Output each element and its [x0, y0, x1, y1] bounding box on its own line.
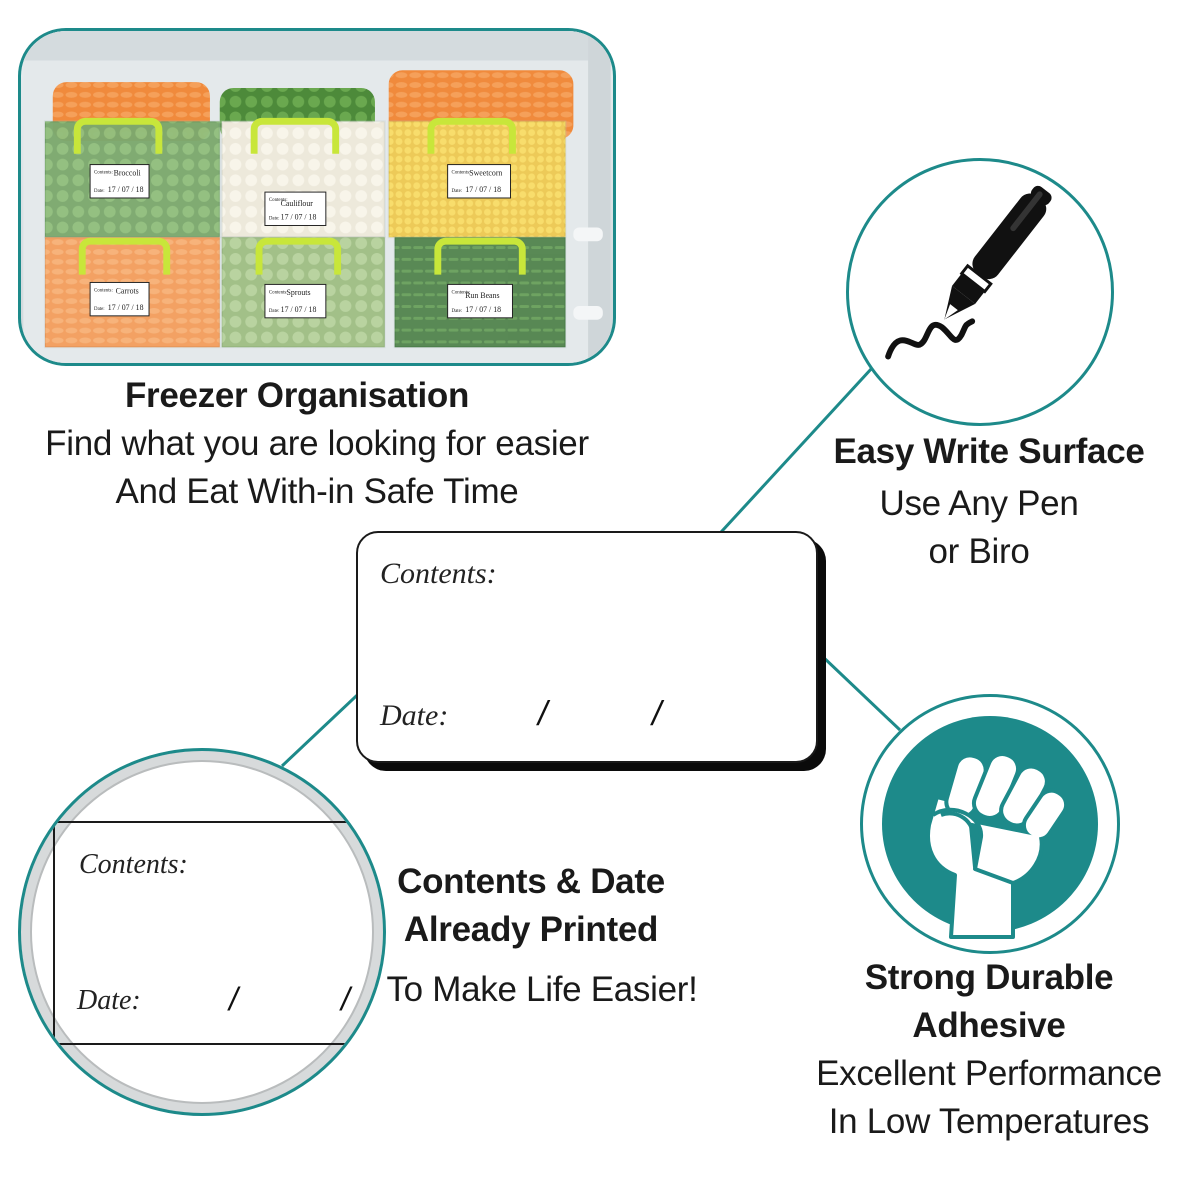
write-line-1: Use Any Pen — [879, 484, 1079, 523]
svg-text:Date:: Date: — [94, 189, 105, 194]
write-title: Easy Write Surface — [833, 432, 1145, 471]
svg-text:17 / 07 / 18: 17 / 07 / 18 — [465, 185, 501, 194]
pen-circle — [846, 158, 1114, 426]
mini-label-3: Contents: Sweetcorn Date: 17 / 07 / 18 — [447, 164, 511, 199]
label-slash-2: / — [652, 695, 662, 733]
svg-text:17 / 07 / 18: 17 / 07 / 18 — [281, 305, 317, 314]
svg-text:17 / 07 / 18: 17 / 07 / 18 — [465, 305, 501, 314]
svg-text:Date:: Date: — [452, 309, 463, 314]
svg-text:Cauliflour: Cauliflour — [281, 199, 314, 208]
bin-row-bottom — [43, 236, 567, 349]
magnified-date: Date: — [77, 985, 141, 1016]
adhesive-title-2: Adhesive — [912, 1006, 1066, 1045]
svg-text:Run Beans: Run Beans — [465, 291, 499, 300]
label-contents: Contents: — [380, 557, 497, 590]
svg-text:Contents:: Contents: — [94, 170, 113, 175]
printed-title-1: Contents & Date — [397, 862, 665, 901]
fist-circle — [860, 694, 1120, 954]
svg-text:17 / 07 / 18: 17 / 07 / 18 — [108, 303, 144, 312]
mini-label-1: Contents: Broccoli Date: 17 / 07 / 18 — [89, 164, 150, 199]
svg-text:Date:: Date: — [94, 307, 105, 312]
label-date: Date: — [380, 699, 449, 732]
write-line-2: or Biro — [928, 532, 1030, 571]
mini-label-4: Contents: Carrots Date: 17 / 07 / 18 — [89, 281, 150, 317]
freezer-illustration: Contents: Broccoli Date: 17 / 07 / 18 Co… — [23, 31, 611, 363]
svg-text:Date:: Date: — [269, 309, 280, 314]
svg-text:Date:: Date: — [452, 189, 463, 194]
svg-text:Carrots: Carrots — [116, 286, 139, 295]
svg-text:Contents:: Contents: — [452, 290, 471, 295]
svg-text:Date:: Date: — [269, 217, 280, 222]
mini-label-6: Contents: Run Beans Date: 17 / 07 / 18 — [447, 283, 513, 319]
printed-line-1: To Make Life Easier! — [386, 970, 698, 1009]
svg-text:Sweetcorn: Sweetcorn — [469, 168, 502, 177]
svg-text:Contents:: Contents: — [269, 198, 288, 203]
svg-text:Contents:: Contents: — [269, 290, 288, 295]
svg-text:Contents:: Contents: — [452, 170, 471, 175]
freezer-title: Freezer Organisation — [124, 376, 470, 415]
magnifier-lens: Contents: Date: / / — [18, 748, 386, 1116]
adhesive-line-1: Excellent Performance — [816, 1054, 1162, 1093]
freezer-line-1: Find what you are looking for easier — [45, 424, 589, 463]
label-slash-1: / — [538, 695, 548, 733]
adhesive-line-2: In Low Temperatures — [828, 1102, 1150, 1141]
mini-label-2: Contents: Cauliflour Date: 17 / 07 / 18 — [264, 191, 327, 226]
label-card: Contents: Date: / / — [356, 531, 818, 763]
mini-label-5: Contents: Sprouts Date: 17 / 07 / 18 — [264, 283, 327, 319]
adhesive-title-1: Strong Durable — [864, 958, 1114, 997]
svg-text:17 / 07 / 18: 17 / 07 / 18 — [108, 185, 144, 194]
magnified-slash-1: / — [229, 981, 238, 1017]
freezer-photo: Contents: Broccoli Date: 17 / 07 / 18 Co… — [18, 28, 616, 366]
printed-title-2: Already Printed — [403, 910, 659, 949]
svg-text:17 / 07 / 18: 17 / 07 / 18 — [281, 213, 317, 222]
freezer-line-2: And Eat With-in Safe Time — [115, 472, 519, 511]
magnified-slash-2: / — [341, 981, 350, 1017]
svg-text:Contents:: Contents: — [94, 288, 113, 293]
svg-text:Sprouts: Sprouts — [287, 288, 311, 297]
svg-text:Broccoli: Broccoli — [114, 168, 142, 177]
magnified-contents: Contents: — [79, 849, 188, 880]
fist-icon — [882, 716, 1098, 939]
pen-icon — [885, 185, 1052, 360]
magnified-label: Contents: Date: / / — [53, 821, 383, 1045]
